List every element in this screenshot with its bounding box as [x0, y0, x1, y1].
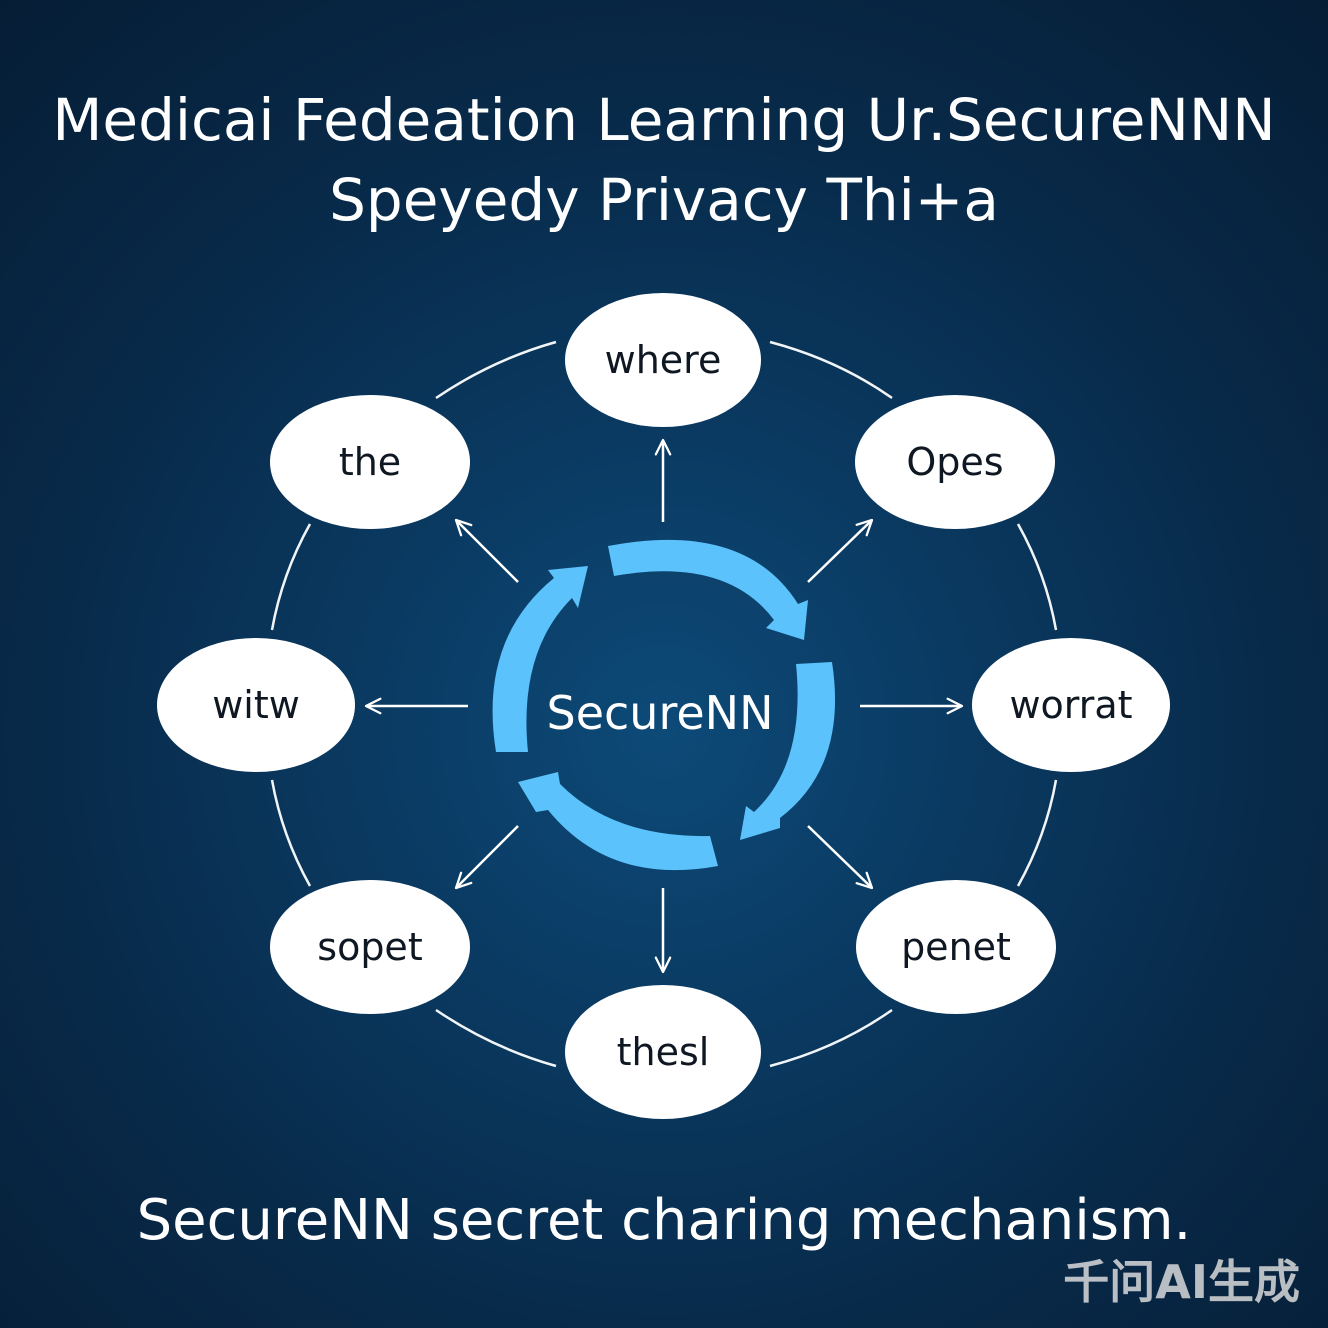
node-right: worrat — [972, 638, 1170, 772]
ring-arc-right-upper — [1016, 523, 1058, 631]
node-top-right-shape — [855, 395, 1055, 529]
node-right-label: worrat — [1009, 683, 1132, 727]
node-bottom-shape — [565, 985, 761, 1119]
node-top: where — [565, 293, 761, 427]
arrow-to-top-right — [807, 518, 874, 583]
arrow-to-top-left — [454, 518, 519, 583]
cycle-arrow-bottom — [518, 772, 718, 871]
cycle-arrow-top — [608, 539, 808, 640]
node-bottom-right: penet — [856, 880, 1056, 1014]
node-top-label: where — [605, 338, 722, 382]
cycle-arrows — [492, 539, 836, 871]
node-top-right: Opes — [855, 395, 1055, 529]
node-bottom-right-shape — [856, 880, 1056, 1014]
ring-arc-bottom-left — [435, 1008, 557, 1068]
node-bottom-left: sopet — [270, 880, 470, 1014]
node-bottom: thesl — [565, 985, 761, 1119]
node-top-left-label: the — [339, 440, 401, 484]
diagram-title-line-1: Medicai Fedeation Learning Ur.SecureNNN — [52, 86, 1276, 154]
ring-arc-left-upper — [270, 523, 312, 631]
node-top-left-shape — [270, 395, 470, 529]
node-bottom-right-label: penet — [901, 925, 1011, 969]
radial-arrows — [364, 438, 964, 974]
node-right-shape — [972, 638, 1170, 772]
ring-arc-right-lower — [1016, 779, 1058, 887]
node-bottom-label: thesl — [617, 1030, 710, 1074]
center-label: SecureNN — [547, 686, 774, 740]
ring-arc-bottom-right — [769, 1008, 893, 1068]
node-top-shape — [565, 293, 761, 427]
cycle-arrow-left — [492, 566, 588, 752]
ring-arc-top-left — [435, 340, 557, 400]
watermark: 千问AI生成 — [1063, 1255, 1300, 1309]
node-bottom-left-shape — [270, 880, 470, 1014]
node-left-shape — [157, 638, 355, 772]
ring-arc-left-lower — [270, 779, 312, 887]
cycle-arrow-right — [740, 662, 836, 840]
arrow-to-bottom-right — [807, 825, 874, 890]
arrow-to-bottom-left — [454, 825, 519, 890]
diagram-caption: SecureNN secret charing mechanism. — [136, 1188, 1192, 1253]
outer-ring — [270, 340, 1058, 1068]
ring-arc-top-right — [769, 340, 893, 400]
node-left: witw — [157, 638, 355, 772]
diagram-title-line-2: Speyedy Privacy Thi+a — [329, 166, 999, 234]
node-bottom-left-label: sopet — [317, 925, 422, 969]
node-left-label: witw — [212, 683, 300, 727]
node-top-right-label: Opes — [906, 440, 1003, 484]
node-top-left: the — [270, 395, 470, 529]
